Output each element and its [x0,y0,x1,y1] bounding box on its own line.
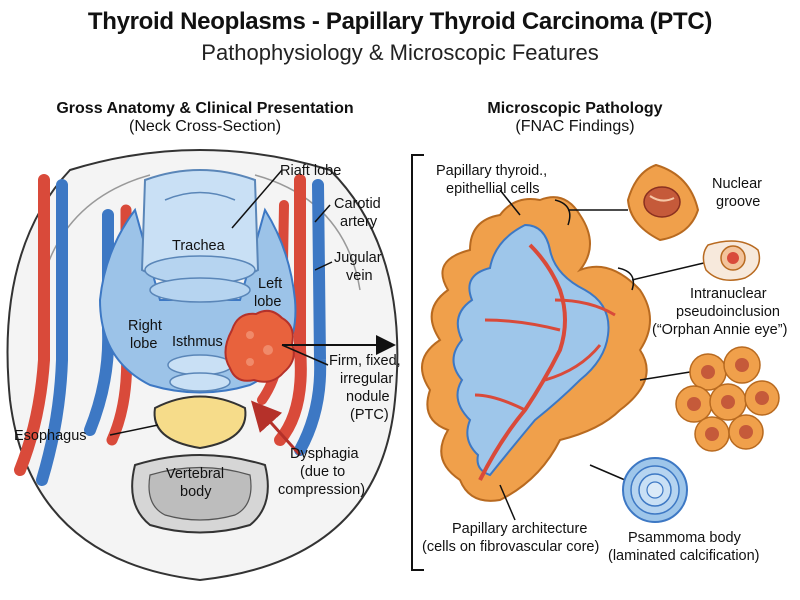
right-panel-heading: Microscopic Pathology [487,100,663,117]
leader-jugular [314,261,333,271]
inner-fascia-2 [254,174,361,291]
nodule-texture-3 [246,358,254,366]
label-left-lobe-1: Left [258,276,283,292]
label-architecture-2: (cells on fibrovascular core) [422,539,600,555]
left-carotid-artery [14,174,50,476]
label-nodule-2: irregular [340,371,394,387]
label-carotid-2: artery [340,214,378,230]
nodule-texture [246,331,254,339]
nuclear-groove-cell [626,163,700,242]
lower-tracheal-ring [167,354,233,376]
cluster-nucleus-4 [721,395,735,409]
neck-cross-section [6,149,399,582]
pseudoinclusion-cell [702,240,761,281]
vessel-red-branch-4 [554,298,616,317]
label-nodule-3: nodule [346,389,390,405]
label-pseudoinclusion-1: Intranuclear [690,286,767,302]
label-vertebral-2: body [180,484,212,500]
label-cells-1: Papillary thyroid., [436,163,548,179]
label-trachea: Trachea [172,238,225,254]
label-right-lobe-top: Riaft lobe [280,163,342,179]
callout-arc-2 [617,267,635,291]
esophagus [153,395,247,450]
page-subtitle: Pathophysiology & Microscopic Features [201,40,599,65]
left-panel-subheading: (Neck Cross-Section) [128,118,282,135]
label-cells-2: epithellial cells [446,181,540,197]
label-nuclear-groove-2: groove [716,194,761,210]
leader-cells [499,189,521,216]
label-psammoma-1: Psammoma body [628,530,741,546]
cluster-nucleus-5 [755,391,769,405]
label-nuclear-groove-1: Nuclear [712,176,762,192]
label-left-lobe-2: lobe [254,294,282,310]
vertebral-body-inner [148,466,252,521]
vessel-red-branch [474,393,526,412]
leader-esophagus [109,424,159,436]
fibrovascular-core [452,223,610,477]
label-pseudoinclusion-2: pseudoinclusion [676,304,780,320]
psammoma-body [622,457,688,523]
leader-nodule [281,344,329,366]
left-panel-header: Gross Anatomy & Clinical Presentation (N… [20,100,390,136]
microscopy-bracket [411,154,424,571]
cluster-nucleus-2 [735,358,749,372]
leader-cluster [639,371,691,381]
right-carotid-artery [274,174,307,446]
left-jugular-vein [36,179,68,486]
nuclear-groove-nucleus [643,186,681,218]
nuclear-groove-line [649,195,675,202]
label-dysphagia-3: compression) [278,482,366,498]
label-pseudoinclusion-3: (“Orphan Annie eye”) [652,322,788,338]
label-nodule-1: Firm, fixed, [329,353,401,369]
right-panel-header: Microscopic Pathology (FNAC Findings) [430,100,720,136]
dysphagia-arrow [250,400,302,457]
page-title: Thyroid Neoplasms - Papillary Thyroid Ca… [87,8,713,35]
label-dysphagia-1: Dysphagia [290,446,359,462]
cluster-nucleus [701,365,715,379]
leader-right-lobe-top [231,169,283,229]
label-carotid-1: Carotid [334,196,381,212]
tracheal-cartilage [164,191,236,201]
leader-pseudoinclusion [631,261,709,281]
vessel-red-branch-3 [484,318,561,332]
label-right-lobe-2: lobe [130,336,158,352]
label-vertebral-1: Vertebral [166,466,225,482]
label-architecture-1: Papillary architecture [452,521,588,537]
ptc-nodule [224,309,295,383]
label-nodule-4: (PTC) [350,407,389,423]
nodule-texture-2 [263,345,273,355]
psammoma-layer-4 [646,481,664,499]
callout-arc [554,199,571,226]
lower-tracheal-ring-2 [169,372,231,392]
label-esophagus: Esophagus [14,428,87,444]
tracheal-ring-2 [149,277,251,303]
label-jugular-1: Jugular [334,250,382,266]
cell-cluster [675,346,780,452]
pseudoinclusion-body [727,252,739,264]
papillary-tissue [421,189,709,521]
label-psammoma-2: (laminated calcification) [608,548,760,564]
cluster-nucleus-7 [739,425,753,439]
label-isthmus: Isthmus [172,334,223,350]
vessel-red-branch-2 [544,344,602,382]
cluster-nucleus-3 [687,397,701,411]
label-dysphagia-2: (due to [300,464,346,480]
cluster-nucleus-6 [705,427,719,441]
left-panel-heading: Gross Anatomy & Clinical Presentation [56,100,354,117]
label-right-lobe-1: Right [128,318,162,334]
leader-psammoma [589,464,626,481]
label-jugular-2: vein [346,268,373,284]
leader-architecture [499,484,516,521]
right-panel-subheading: (FNAC Findings) [515,118,635,135]
leader-carotid [314,204,331,223]
vessel-red [478,243,567,481]
